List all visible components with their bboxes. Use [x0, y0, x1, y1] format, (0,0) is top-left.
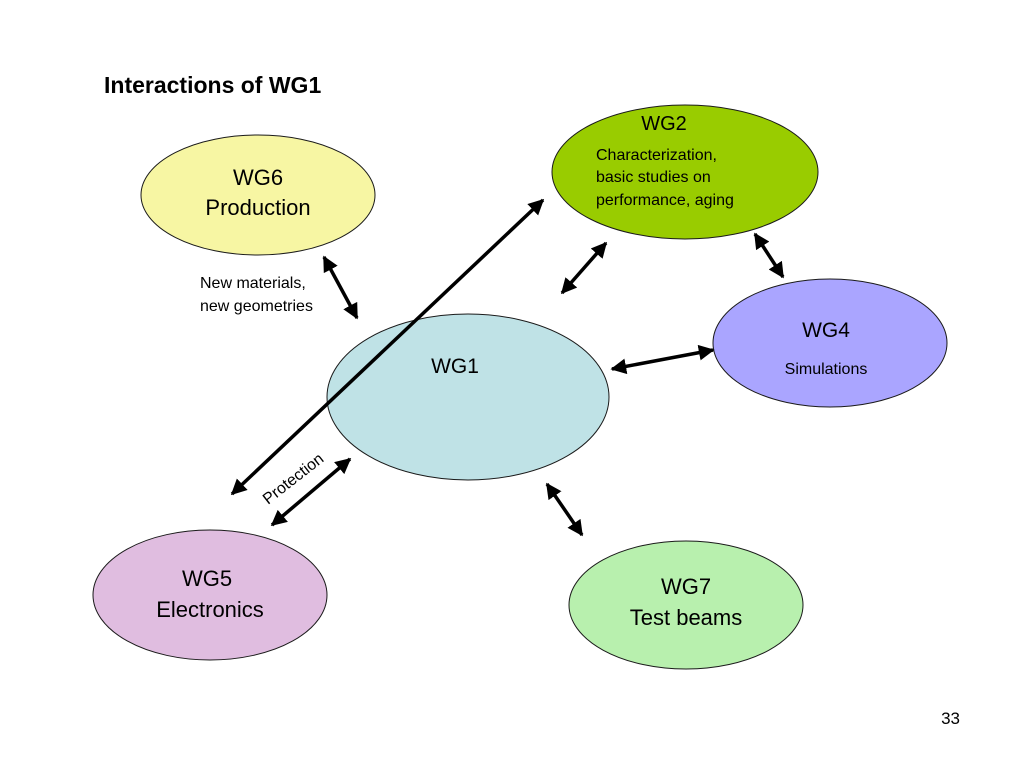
- node-wg7-shape: [568, 540, 804, 670]
- page-title: Interactions of WG1: [104, 72, 321, 98]
- edge-wg1-wg2: [560, 241, 608, 295]
- node-wg7-name: WG7: [661, 574, 711, 599]
- node-wg6-subtitle: Production: [205, 195, 310, 220]
- slide-number: 33: [941, 709, 960, 728]
- node-wg6-name: WG6: [233, 165, 283, 190]
- node-wg5-subtitle: Electronics: [156, 597, 264, 622]
- node-wg2: WG2 Characterization, basic studies on p…: [551, 104, 819, 240]
- node-wg7: WG7 Test beams: [568, 540, 804, 670]
- node-wg2-shape: [551, 104, 819, 240]
- node-wg2-line-2: basic studies on: [596, 169, 711, 186]
- edge-label-wg6-wg1-line-2: new geometries: [200, 298, 313, 315]
- node-wg1-shape: [326, 313, 610, 481]
- edge-label-wg6-wg1-line-1: New materials,: [200, 275, 306, 292]
- edge-wg5-wg1: [270, 457, 352, 527]
- edge-wg2-wg4: [753, 232, 785, 279]
- node-wg4-name: WG4: [802, 319, 850, 342]
- node-wg5-shape: [92, 529, 328, 661]
- edge-wg1-wg4: [610, 344, 715, 375]
- node-wg5: WG5 Electronics: [92, 529, 328, 661]
- node-wg6: WG6 Production: [140, 134, 376, 256]
- node-wg1: WG1: [326, 313, 610, 481]
- node-wg4-subtitle: Simulations: [785, 361, 868, 378]
- node-wg2-name: WG2: [641, 113, 687, 135]
- node-wg4-shape: [712, 278, 948, 408]
- node-wg4: WG4 Simulations: [712, 278, 948, 408]
- node-wg2-line-3: performance, aging: [596, 192, 734, 209]
- node-wg5-name: WG5: [182, 566, 232, 591]
- node-wg2-line-1: Characterization,: [596, 147, 717, 164]
- node-wg1-name: WG1: [431, 355, 479, 378]
- edge-wg1-wg7: [545, 482, 584, 537]
- edge-wg5-wg2: [230, 198, 545, 496]
- edge-wg6-wg1: [322, 255, 359, 320]
- node-wg7-subtitle: Test beams: [630, 605, 743, 630]
